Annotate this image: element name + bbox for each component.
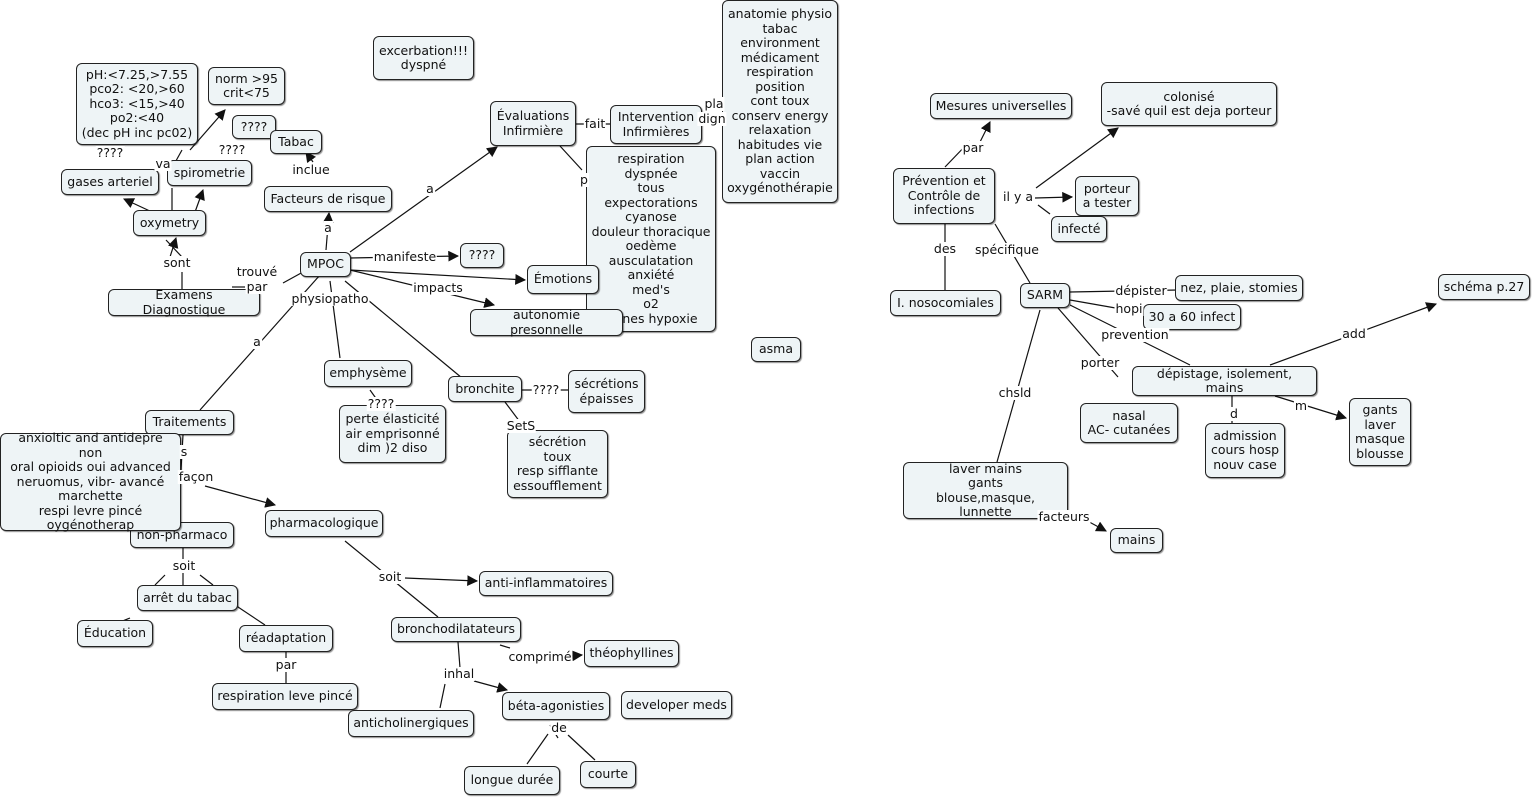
theophyllines-node[interactable]: théophyllines bbox=[584, 640, 679, 667]
gaz-values-node[interactable]: pH:<7.25,>7.55 pco2: <20,>60 hco3: <15,>… bbox=[76, 63, 198, 145]
facteurs-risque-node[interactable]: Facteurs de risque bbox=[264, 186, 392, 212]
label-specifique: spécifique bbox=[974, 242, 1040, 257]
traitements-node[interactable]: Traitements bbox=[145, 410, 234, 435]
label-comprime: comprimé bbox=[507, 649, 573, 664]
label-sont: sont bbox=[162, 255, 192, 270]
longue-duree-node[interactable]: longue durée bbox=[464, 766, 560, 795]
asma-node[interactable]: asma bbox=[751, 337, 801, 362]
gases-arteriel-node[interactable]: gases arteriel bbox=[61, 169, 159, 195]
sarm-node[interactable]: SARM bbox=[1020, 283, 1070, 308]
label-soit-pharmacologique: soit bbox=[377, 569, 403, 584]
nez-plaie-node[interactable]: nez, plaie, stomies bbox=[1175, 275, 1303, 301]
label-des: des bbox=[932, 241, 958, 256]
norm-node[interactable]: norm >95 crit<75 bbox=[208, 67, 285, 105]
symptoms-list-node[interactable]: respiration dyspnée tous expectorations … bbox=[586, 146, 716, 332]
label-fait: fait bbox=[583, 116, 607, 131]
laver-mains-node[interactable]: laver mains gants blouse,masque, lunnett… bbox=[903, 461, 1068, 519]
label-dign: dign bbox=[697, 111, 727, 126]
pharmacologique-node[interactable]: pharmacologique bbox=[265, 510, 383, 537]
courte-node[interactable]: courte bbox=[580, 761, 636, 788]
label-a-facteurs: a bbox=[323, 220, 333, 235]
label-chsld: chsld bbox=[997, 385, 1033, 400]
anticholinergiques-node[interactable]: anticholinergiques bbox=[348, 710, 474, 737]
label-facteurs: facteurs bbox=[1037, 509, 1091, 524]
label-unknown-emphyseme: ???? bbox=[366, 396, 396, 411]
label-s: s bbox=[179, 444, 189, 459]
label-d: d bbox=[1229, 406, 1239, 421]
spirometrie-node[interactable]: spirometrie bbox=[167, 160, 252, 186]
oxymetry-node[interactable]: oxymetry bbox=[133, 210, 206, 236]
bronchite-node[interactable]: bronchite bbox=[448, 376, 522, 402]
anatomie-list-node[interactable]: anatomie physio tabac environment médica… bbox=[722, 0, 838, 203]
admission-node[interactable]: admission cours hosp nouv case bbox=[1205, 423, 1285, 478]
developer-meds-node[interactable]: developer meds bbox=[621, 691, 732, 719]
beta-agonisties-node[interactable]: béta-agonisties bbox=[502, 692, 610, 720]
label-m: m bbox=[1293, 398, 1309, 413]
label-porter: porter bbox=[1079, 355, 1121, 370]
intervention-node[interactable]: Intervention Infirmières bbox=[610, 105, 702, 144]
label-impacts: impacts bbox=[412, 280, 464, 295]
trente-soixante-node[interactable]: 30 a 60 infect bbox=[1143, 304, 1241, 330]
label-prevention: prevention bbox=[1100, 327, 1170, 342]
prevention-controle-node[interactable]: Prévention et Contrôle de infections bbox=[893, 168, 995, 224]
label-p: p bbox=[579, 172, 589, 187]
anti-inflammatoires-node[interactable]: anti-inflammatoires bbox=[479, 571, 613, 596]
label-trouve: trouvé bbox=[235, 264, 279, 279]
label-unknown-gases: ???? bbox=[95, 145, 125, 160]
gants-node[interactable]: gants laver masque blousse bbox=[1349, 398, 1411, 466]
label-par-prevention: par bbox=[961, 140, 985, 155]
emotions-node[interactable]: Émotions bbox=[527, 265, 599, 294]
label-unknown-spiro: ???? bbox=[217, 142, 247, 157]
evaluations-node[interactable]: Évaluations Infirmière bbox=[490, 101, 576, 146]
excerbation-node[interactable]: excerbation!!! dyspné bbox=[373, 36, 474, 80]
label-par-readaptation: par bbox=[274, 657, 298, 672]
depistage-node[interactable]: dépistage, isolement, mains bbox=[1132, 366, 1317, 396]
education-node[interactable]: Éducation bbox=[77, 620, 153, 647]
label-add: add bbox=[1341, 326, 1367, 341]
label-facon: façon bbox=[177, 469, 215, 484]
secretion-toux-node[interactable]: sécrétion toux resp sifflante essoufflem… bbox=[507, 430, 608, 498]
nosocomiales-node[interactable]: I. nosocomiales bbox=[890, 290, 1001, 316]
porteur-tester-node[interactable]: porteur a tester bbox=[1075, 176, 1139, 216]
infecte-node[interactable]: infecté bbox=[1051, 216, 1107, 242]
label-a-traitements: a bbox=[252, 334, 262, 349]
mesures-universelles-node[interactable]: Mesures universelles bbox=[930, 93, 1072, 119]
mains-node[interactable]: mains bbox=[1110, 528, 1163, 553]
label-inclue: inclue bbox=[291, 162, 331, 177]
respiration-leve-node[interactable]: respiration leve pincé bbox=[212, 683, 358, 710]
emphyseme-node[interactable]: emphysème bbox=[324, 360, 412, 387]
examens-diagnostique-node[interactable]: Examens Diagnostique bbox=[108, 287, 260, 316]
unknown-tabac-node[interactable]: ???? bbox=[232, 115, 276, 139]
label-sets: SetS bbox=[505, 418, 537, 433]
perte-elasticite-node[interactable]: perte élasticité air emprisonné dim )2 d… bbox=[339, 405, 446, 463]
label-pla: pla bbox=[703, 96, 725, 111]
label-soit-non-pharmaco: soit bbox=[171, 558, 197, 573]
label-hopi: hopi bbox=[1114, 301, 1144, 316]
label-physiopatho: physiopatho bbox=[290, 291, 370, 306]
label-il-y-a: il y a bbox=[1002, 189, 1034, 204]
label-unknown-bronchite: ???? bbox=[531, 382, 561, 397]
label-manifeste: manifeste bbox=[372, 249, 438, 264]
autonomie-node[interactable]: autonomie presonnelle bbox=[470, 307, 623, 336]
secretions-epaisses-node[interactable]: sécrétions épaisses bbox=[568, 370, 645, 413]
label-a-evaluations: a bbox=[425, 181, 435, 196]
readaptation-node[interactable]: réadaptation bbox=[239, 625, 333, 652]
anxiolitic-node[interactable]: anxioltic and antidepre non oral opioids… bbox=[0, 431, 181, 532]
nasal-node[interactable]: nasal AC- cutanées bbox=[1080, 403, 1178, 443]
tabac-node[interactable]: Tabac bbox=[270, 130, 322, 154]
bronchodilatateurs-node[interactable]: bronchodilatateurs bbox=[391, 617, 521, 642]
label-depister: dépister bbox=[1114, 283, 1168, 298]
label-de: de bbox=[550, 720, 568, 735]
arret-tabac-node[interactable]: arrêt du tabac bbox=[137, 585, 238, 611]
label-va: va bbox=[154, 156, 172, 171]
colonise-node[interactable]: colonisé -savé quil est deja porteur bbox=[1101, 82, 1277, 126]
label-par-examens: par bbox=[245, 279, 269, 294]
label-inhal: inhal bbox=[442, 666, 476, 681]
mpoc-node[interactable]: MPOC bbox=[300, 252, 351, 277]
schema-node[interactable]: schéma p.27 bbox=[1438, 274, 1530, 300]
unknown-manifeste-node[interactable]: ???? bbox=[460, 243, 504, 268]
